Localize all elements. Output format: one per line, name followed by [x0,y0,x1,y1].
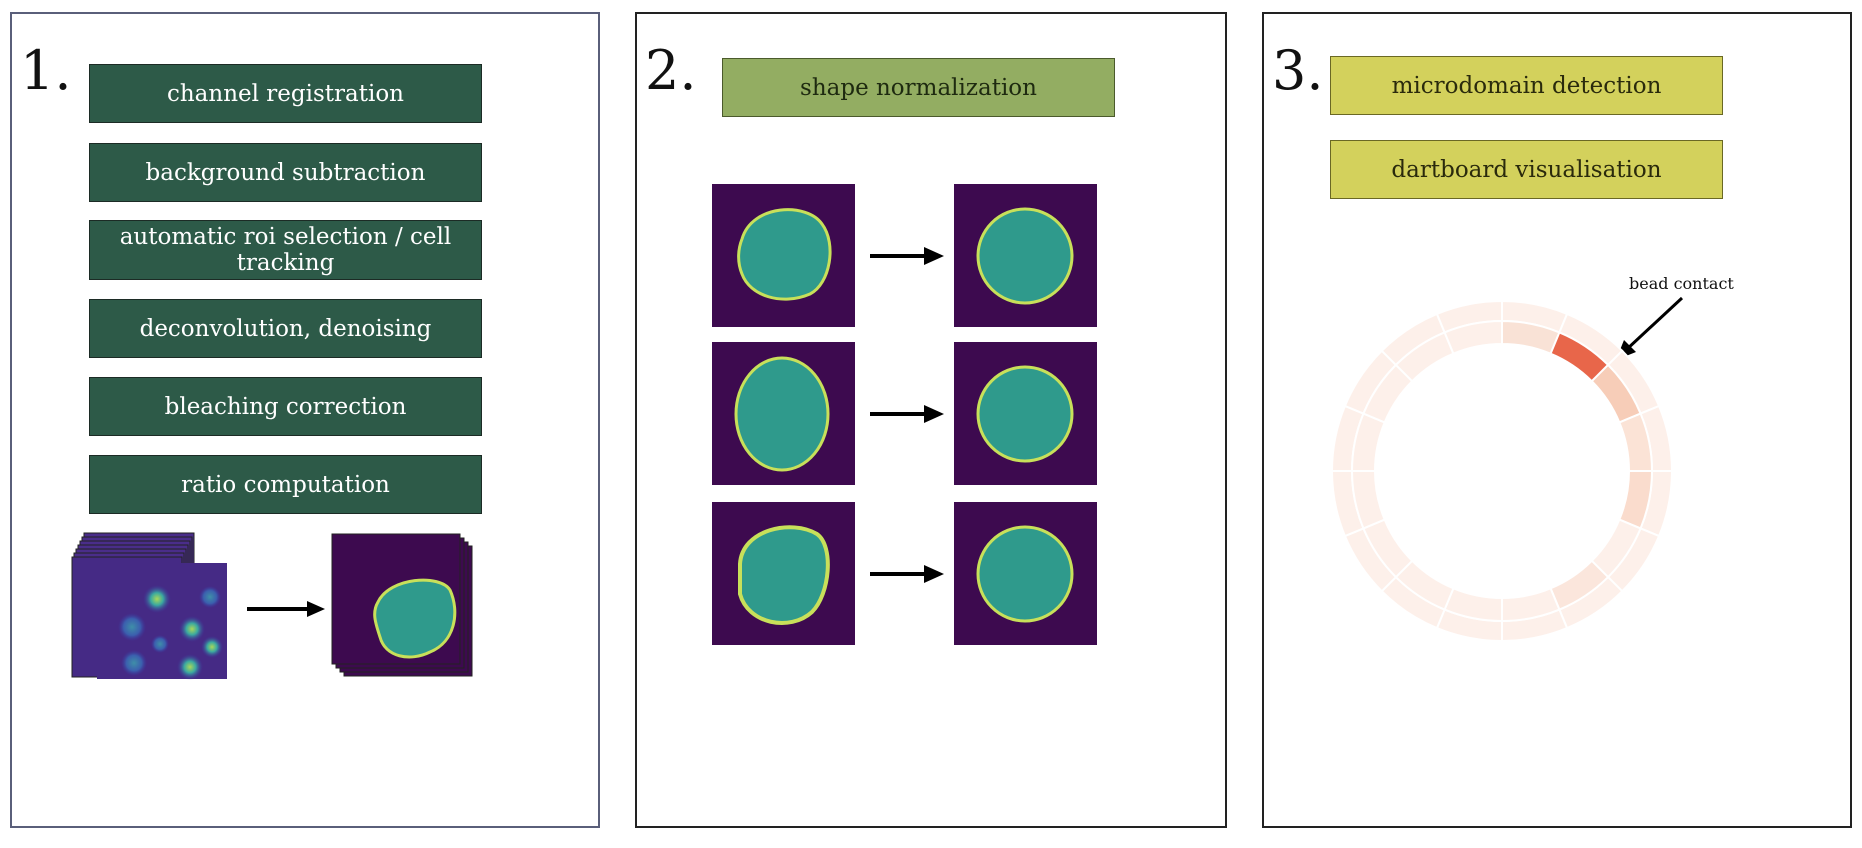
step-background-subtraction: background subtraction [89,143,482,202]
step-bleaching-correction: bleaching correction [89,377,482,436]
step-ratio-computation: ratio computation [89,455,482,514]
step-channel-registration: channel registration [89,64,482,123]
step-deconvolution: deconvolution, denoising [89,299,482,358]
bead-contact-label: bead contact [1629,274,1734,293]
step-roi-selection: automatic roi selection / cell tracking [89,220,482,280]
panel-number: 2. [645,39,697,102]
panel-microdomain: 3. microdomain detection dartboard visua… [1262,12,1852,828]
arrow-icon [247,601,325,617]
step-microdomain-detection: microdomain detection [1330,56,1723,115]
panel-shape-normalization: 2. shape normalization [635,12,1227,828]
dartboard-sector [1443,319,1503,355]
cropped-cell-stack [331,533,473,677]
panel-number: 1. [20,39,72,102]
panel-preprocessing: 1. channel registration background subtr… [10,12,600,828]
raw-frame-stack [71,532,227,680]
step-dartboard-visualisation: dartboard visualisation [1330,140,1723,199]
shape-normalization-examples [712,184,1097,645]
step-shape-normalization: shape normalization [722,58,1115,117]
dartboard-chart [1330,299,1674,643]
panel-number: 3. [1272,39,1324,102]
